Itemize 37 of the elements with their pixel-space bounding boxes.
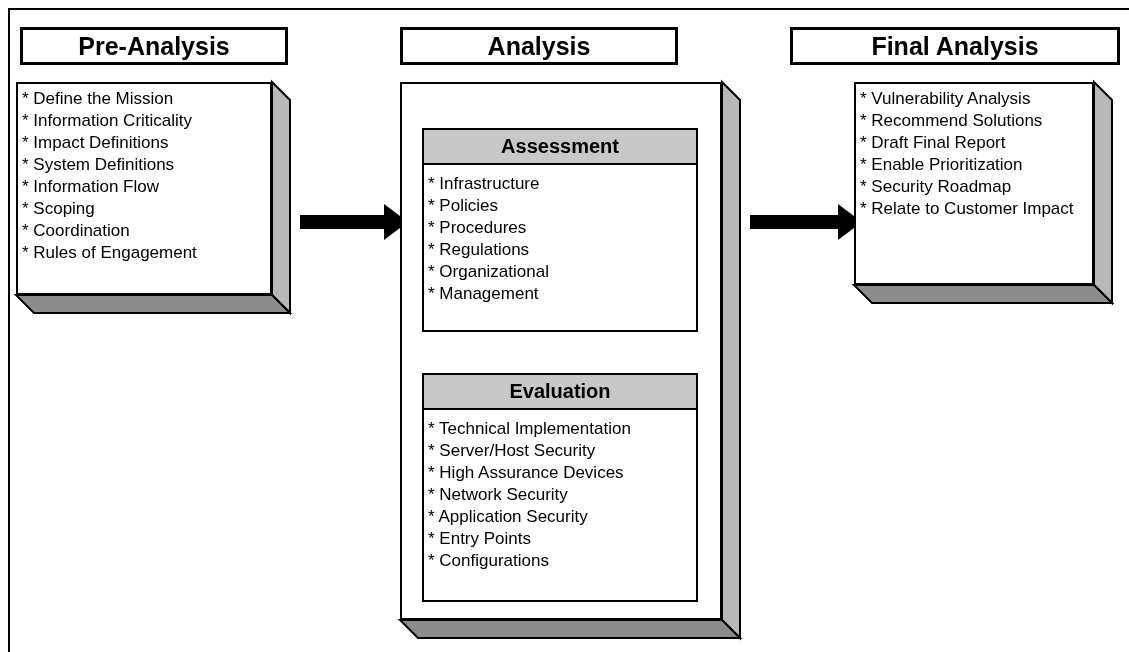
list-item: * Information Flow	[22, 176, 160, 198]
list-item: * System Definitions	[22, 154, 176, 176]
title-box	[20, 27, 288, 65]
list-item: * Enable Prioritization	[860, 154, 1024, 176]
title-box	[790, 27, 1120, 65]
list-item: * Procedures	[428, 217, 528, 239]
list-item: * Network Security	[428, 484, 569, 506]
list-item: * Scoping	[22, 198, 96, 220]
title-box	[400, 27, 678, 65]
list-item: * Define the Mission	[22, 88, 175, 110]
panel-heading: Evaluation	[424, 375, 696, 410]
list-item: * Impact Definitions	[22, 132, 170, 154]
list-item: * Security Roadmap	[860, 176, 1013, 198]
list-item: * Technical Implementation	[428, 418, 632, 440]
list-item: * Rules of Engagement	[22, 242, 198, 264]
title-text: Pre-Analysis	[78, 31, 230, 61]
list-item: * Policies	[428, 195, 499, 217]
list-item: * Relate to Customer Impact	[860, 198, 1075, 220]
list-item: * Infrastructure	[428, 173, 541, 195]
list-item: * Entry Points	[428, 528, 532, 550]
list-item: * Management	[428, 283, 540, 305]
list-item: * Configurations	[428, 550, 550, 572]
title-text: Final Analysis	[871, 31, 1039, 61]
list-item: * Application Security	[428, 506, 589, 528]
list-item: * Information Criticality	[22, 110, 194, 132]
list-item: * Organizational	[428, 261, 550, 283]
panel-box	[422, 373, 698, 602]
list-item: * Coordination	[22, 220, 131, 242]
panel-box	[422, 128, 698, 332]
list-item: * Server/Host Security	[428, 440, 597, 462]
list-item: * Recommend Solutions	[860, 110, 1044, 132]
list-item: * High Assurance Devices	[428, 462, 625, 484]
panel-heading: Assessment	[424, 130, 696, 165]
list-item: * Regulations	[428, 239, 531, 261]
list-item: * Draft Final Report	[860, 132, 1007, 154]
title-text: Analysis	[487, 31, 591, 61]
list-item: * Vulnerability Analysis	[860, 88, 1032, 110]
